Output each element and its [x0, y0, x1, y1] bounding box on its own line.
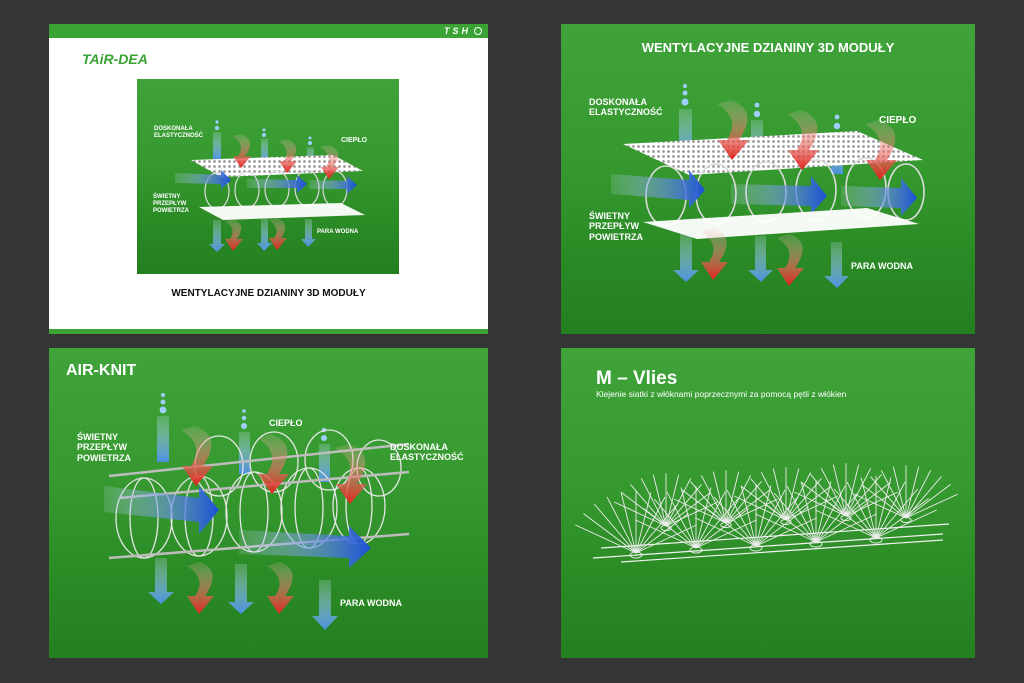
knit-diagram	[104, 393, 410, 630]
label-vapor: PARA WODNA	[851, 261, 913, 271]
bottom-mesh-layer	[199, 203, 365, 220]
knit-diagram	[611, 84, 925, 288]
base-mesh-line	[592, 533, 944, 559]
brand-circle-icon	[474, 27, 482, 35]
label-airflow: ŚWIETNY PRZEPŁYW POWIETRZA	[153, 194, 189, 214]
fiber-fan	[674, 470, 778, 528]
airflow-arrows	[611, 170, 917, 216]
slide-title: TAiR-DEA	[82, 51, 148, 67]
fiber-fan	[734, 467, 838, 525]
slide-title: WENTYLACYJNE DZIANINY 3D MODUŁY	[641, 40, 895, 55]
brand-logo: TSH	[444, 25, 482, 37]
brand-text: TSH	[444, 26, 471, 36]
slide-title: AIR-KNIT	[66, 362, 137, 379]
heat-arrows	[701, 100, 897, 286]
vapor-up-arrows	[157, 416, 330, 482]
vapor-down-arrows	[209, 219, 316, 252]
slide-subtitle: Klejenie siatki z włóknami poprzecznymi …	[596, 389, 847, 399]
heat-arrows	[225, 134, 339, 251]
top-mesh-layer	[623, 131, 923, 175]
diagram-image: DOSKONAŁA ELASTYCZNOŚĆ CIEPŁO ŚWIETNY PR…	[137, 79, 399, 274]
slide-top-bar	[49, 24, 488, 38]
label-vapor: PARA WODNA	[340, 598, 402, 608]
fiber-diagram	[575, 463, 958, 563]
slide-air-knit: AIR-KNIT	[49, 348, 488, 658]
fiber-fan	[755, 480, 877, 548]
label-vapor: PARA WODNA	[317, 229, 359, 235]
label-elasticity: DOSKONAŁA ELASTYCZNOŚĆ	[589, 97, 663, 118]
slide-tair-dea: TSH TAiR-DEA	[49, 24, 488, 334]
slide-title: M – Vlies	[596, 368, 678, 389]
airflow-arrows	[175, 170, 357, 194]
vapor-down-arrows	[148, 558, 338, 630]
label-elasticity: DOSKONAŁA ELASTYCZNOŚĆ	[390, 442, 464, 463]
base-mesh-line	[600, 523, 950, 549]
knit-diagram	[175, 120, 365, 252]
label-heat: CIEPŁO	[269, 418, 303, 428]
fiber-fan	[854, 465, 958, 523]
label-heat: CIEPŁO	[879, 115, 917, 126]
slide-m-vlies: M – Vlies Klejenie siatki z włóknami pop…	[561, 348, 975, 658]
label-heat: CIEPŁO	[341, 137, 368, 144]
slide-caption: WENTYLACYJNE DZIANINY 3D MODUŁY	[171, 288, 366, 299]
base-mesh-line	[620, 539, 944, 563]
fiber-fan	[815, 476, 937, 544]
vapor-down-arrows	[673, 234, 849, 288]
slide-bottom-bar	[49, 329, 488, 334]
slide-3d-modules: WENTYLACYJNE DZIANINY 3D MODUŁY	[561, 24, 975, 334]
label-airflow: ŚWIETNY PRZEPŁYW POWIETRZA	[77, 432, 131, 463]
heat-arrows	[181, 426, 367, 614]
fiber-fan	[614, 473, 718, 531]
label-elasticity: DOSKONAŁA ELASTYCZNOŚĆ	[154, 126, 204, 139]
top-mesh-layer	[191, 155, 363, 177]
fiber-fans	[575, 463, 958, 559]
label-airflow: ŚWIETNY PRZEPŁYW POWIETRZA	[589, 211, 643, 242]
fiber-fan	[794, 463, 898, 521]
airflow-arrows	[104, 486, 371, 568]
